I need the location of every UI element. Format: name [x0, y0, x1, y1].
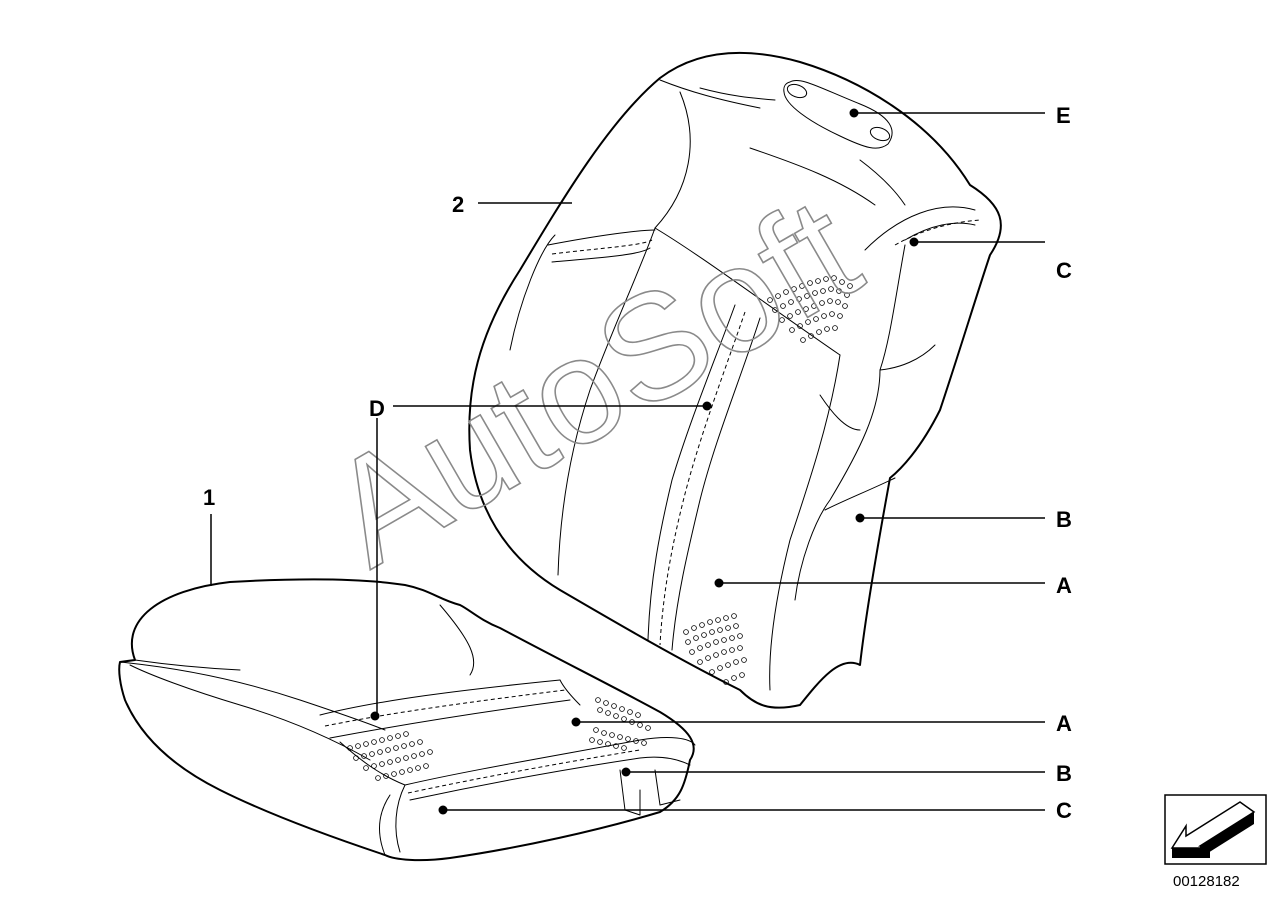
label-C-back: C — [1056, 258, 1072, 283]
marker-C-cushion — [438, 805, 448, 815]
label-part-2: 2 — [452, 192, 464, 217]
perforation-lower — [683, 613, 747, 685]
backrest-drawing — [468, 51, 1002, 709]
marker-A-cushion — [571, 717, 581, 727]
perforation-cushion-right — [589, 697, 651, 751]
part-number: 00128182 — [1173, 873, 1240, 890]
label-A-back: A — [1056, 573, 1072, 598]
label-D: D — [369, 396, 385, 421]
marker-B-cushion — [621, 767, 631, 777]
label-A-cushion: A — [1056, 711, 1072, 736]
marker-D-back — [702, 401, 712, 411]
perforation-upper — [767, 275, 853, 343]
callouts: 2 E C D B A 1 A B C — [203, 103, 1072, 823]
marker-C-back — [909, 237, 919, 247]
label-part-1: 1 — [203, 485, 215, 510]
label-C-cushion: C — [1056, 798, 1072, 823]
marker-D-cushion — [370, 711, 380, 721]
label-E: E — [1056, 103, 1071, 128]
marker-E — [849, 108, 859, 118]
marker-B-back — [855, 513, 865, 523]
perforation-cushion-left — [347, 731, 433, 781]
arrow-down-left-icon — [1164, 794, 1267, 865]
marker-A-back — [714, 578, 724, 588]
cushion-drawing — [118, 578, 696, 862]
label-B-cushion: B — [1056, 761, 1072, 786]
label-B-back: B — [1056, 507, 1072, 532]
watermark-text: AutoSoft — [302, 165, 884, 598]
